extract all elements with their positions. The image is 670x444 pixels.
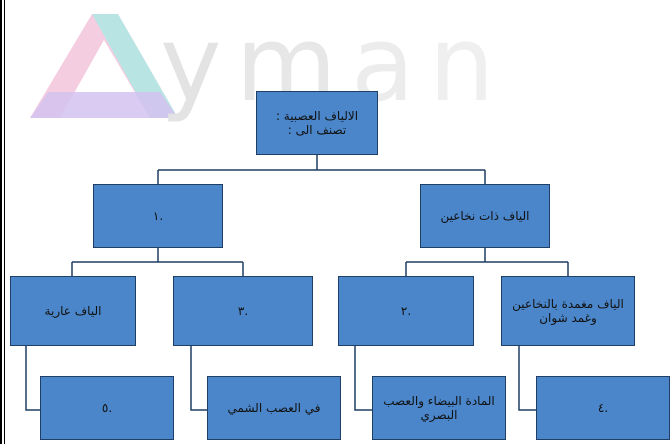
watermark-logo-a <box>30 14 178 118</box>
level1-left-node: .١ <box>93 184 223 248</box>
page-left-border <box>0 0 5 444</box>
example-4-label: .٤ <box>597 401 609 415</box>
olfactory-node: في العصب الشمي <box>207 376 341 440</box>
bare-fibers-node: الياف عارية <box>10 276 136 346</box>
root-node: الالياف العصبية : تصنف الى : <box>256 91 378 155</box>
unmyelinated-3-node: .٣ <box>173 276 313 346</box>
unmyelinated-3-label: .٣ <box>237 304 249 318</box>
root-node-label: الالياف العصبية : تصنف الى : <box>275 109 359 137</box>
bare-fibers-label: الياف عارية <box>44 304 102 318</box>
level1-right-label: الياف ذات نخاعين <box>440 209 530 223</box>
example-4-node: .٤ <box>536 376 670 440</box>
white-matter-node: المادة البيضاء والعصب البصري <box>372 376 506 440</box>
example-5-label: .٥ <box>101 401 113 415</box>
myelinated-2-label: .٢ <box>400 304 412 318</box>
white-matter-label: المادة البيضاء والعصب البصري <box>383 394 495 422</box>
watermark: yman <box>0 0 670 130</box>
level1-left-label: .١ <box>152 209 164 223</box>
example-5-node: .٥ <box>40 376 174 440</box>
myelinated-sheathed-node: الياف مغمدة بالنخاعين وغمد شوان <box>501 276 635 346</box>
level1-right-node: الياف ذات نخاعين <box>420 184 550 248</box>
olfactory-label: في العصب الشمي <box>227 401 321 415</box>
myelinated-2-node: .٢ <box>338 276 474 346</box>
myelinated-sheathed-label: الياف مغمدة بالنخاعين وغمد شوان <box>512 297 624 325</box>
